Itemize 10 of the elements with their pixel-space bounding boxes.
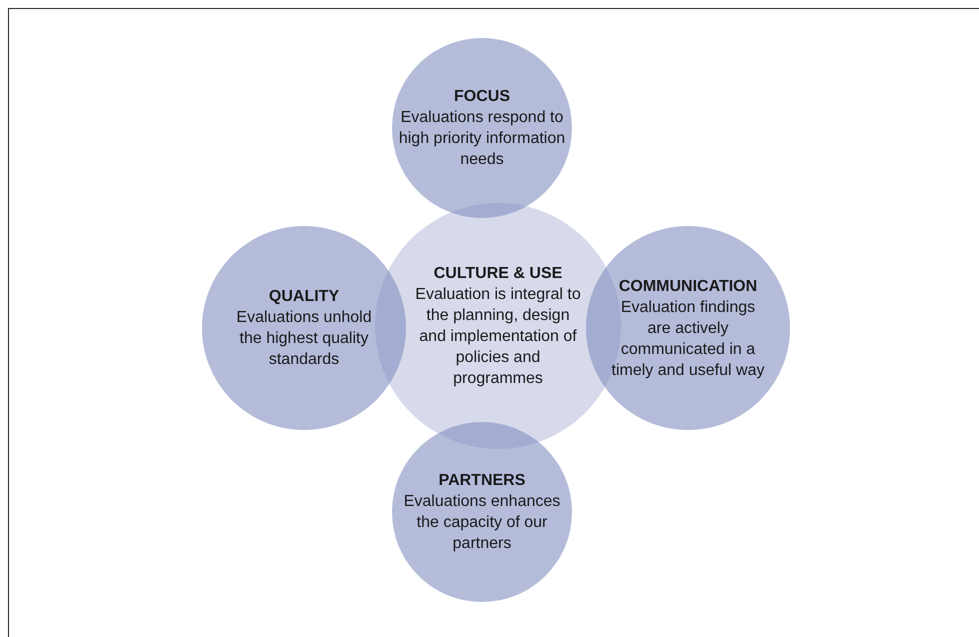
circle-description: Evaluations unhold the highest quality standards <box>235 308 373 370</box>
circle-description: Evaluations respond to high priority information needs <box>398 108 566 170</box>
circle-description: Evaluations enhances the capacity of our partners <box>402 492 562 554</box>
circle-description: Evaluation is integral to the planning, design and implementation of policies and programmes <box>414 285 582 389</box>
circle-heading: FOCUS <box>453 87 511 107</box>
circle-heading: CULTURE & USE <box>432 264 564 284</box>
circle-heading: PARTNERS <box>438 471 526 491</box>
circle-heading: QUALITY <box>268 287 340 307</box>
circle-heading: COMMUNICATION <box>618 276 758 296</box>
circle-description: Evaluation findings are actively communicated in a timely and useful way <box>610 298 766 380</box>
